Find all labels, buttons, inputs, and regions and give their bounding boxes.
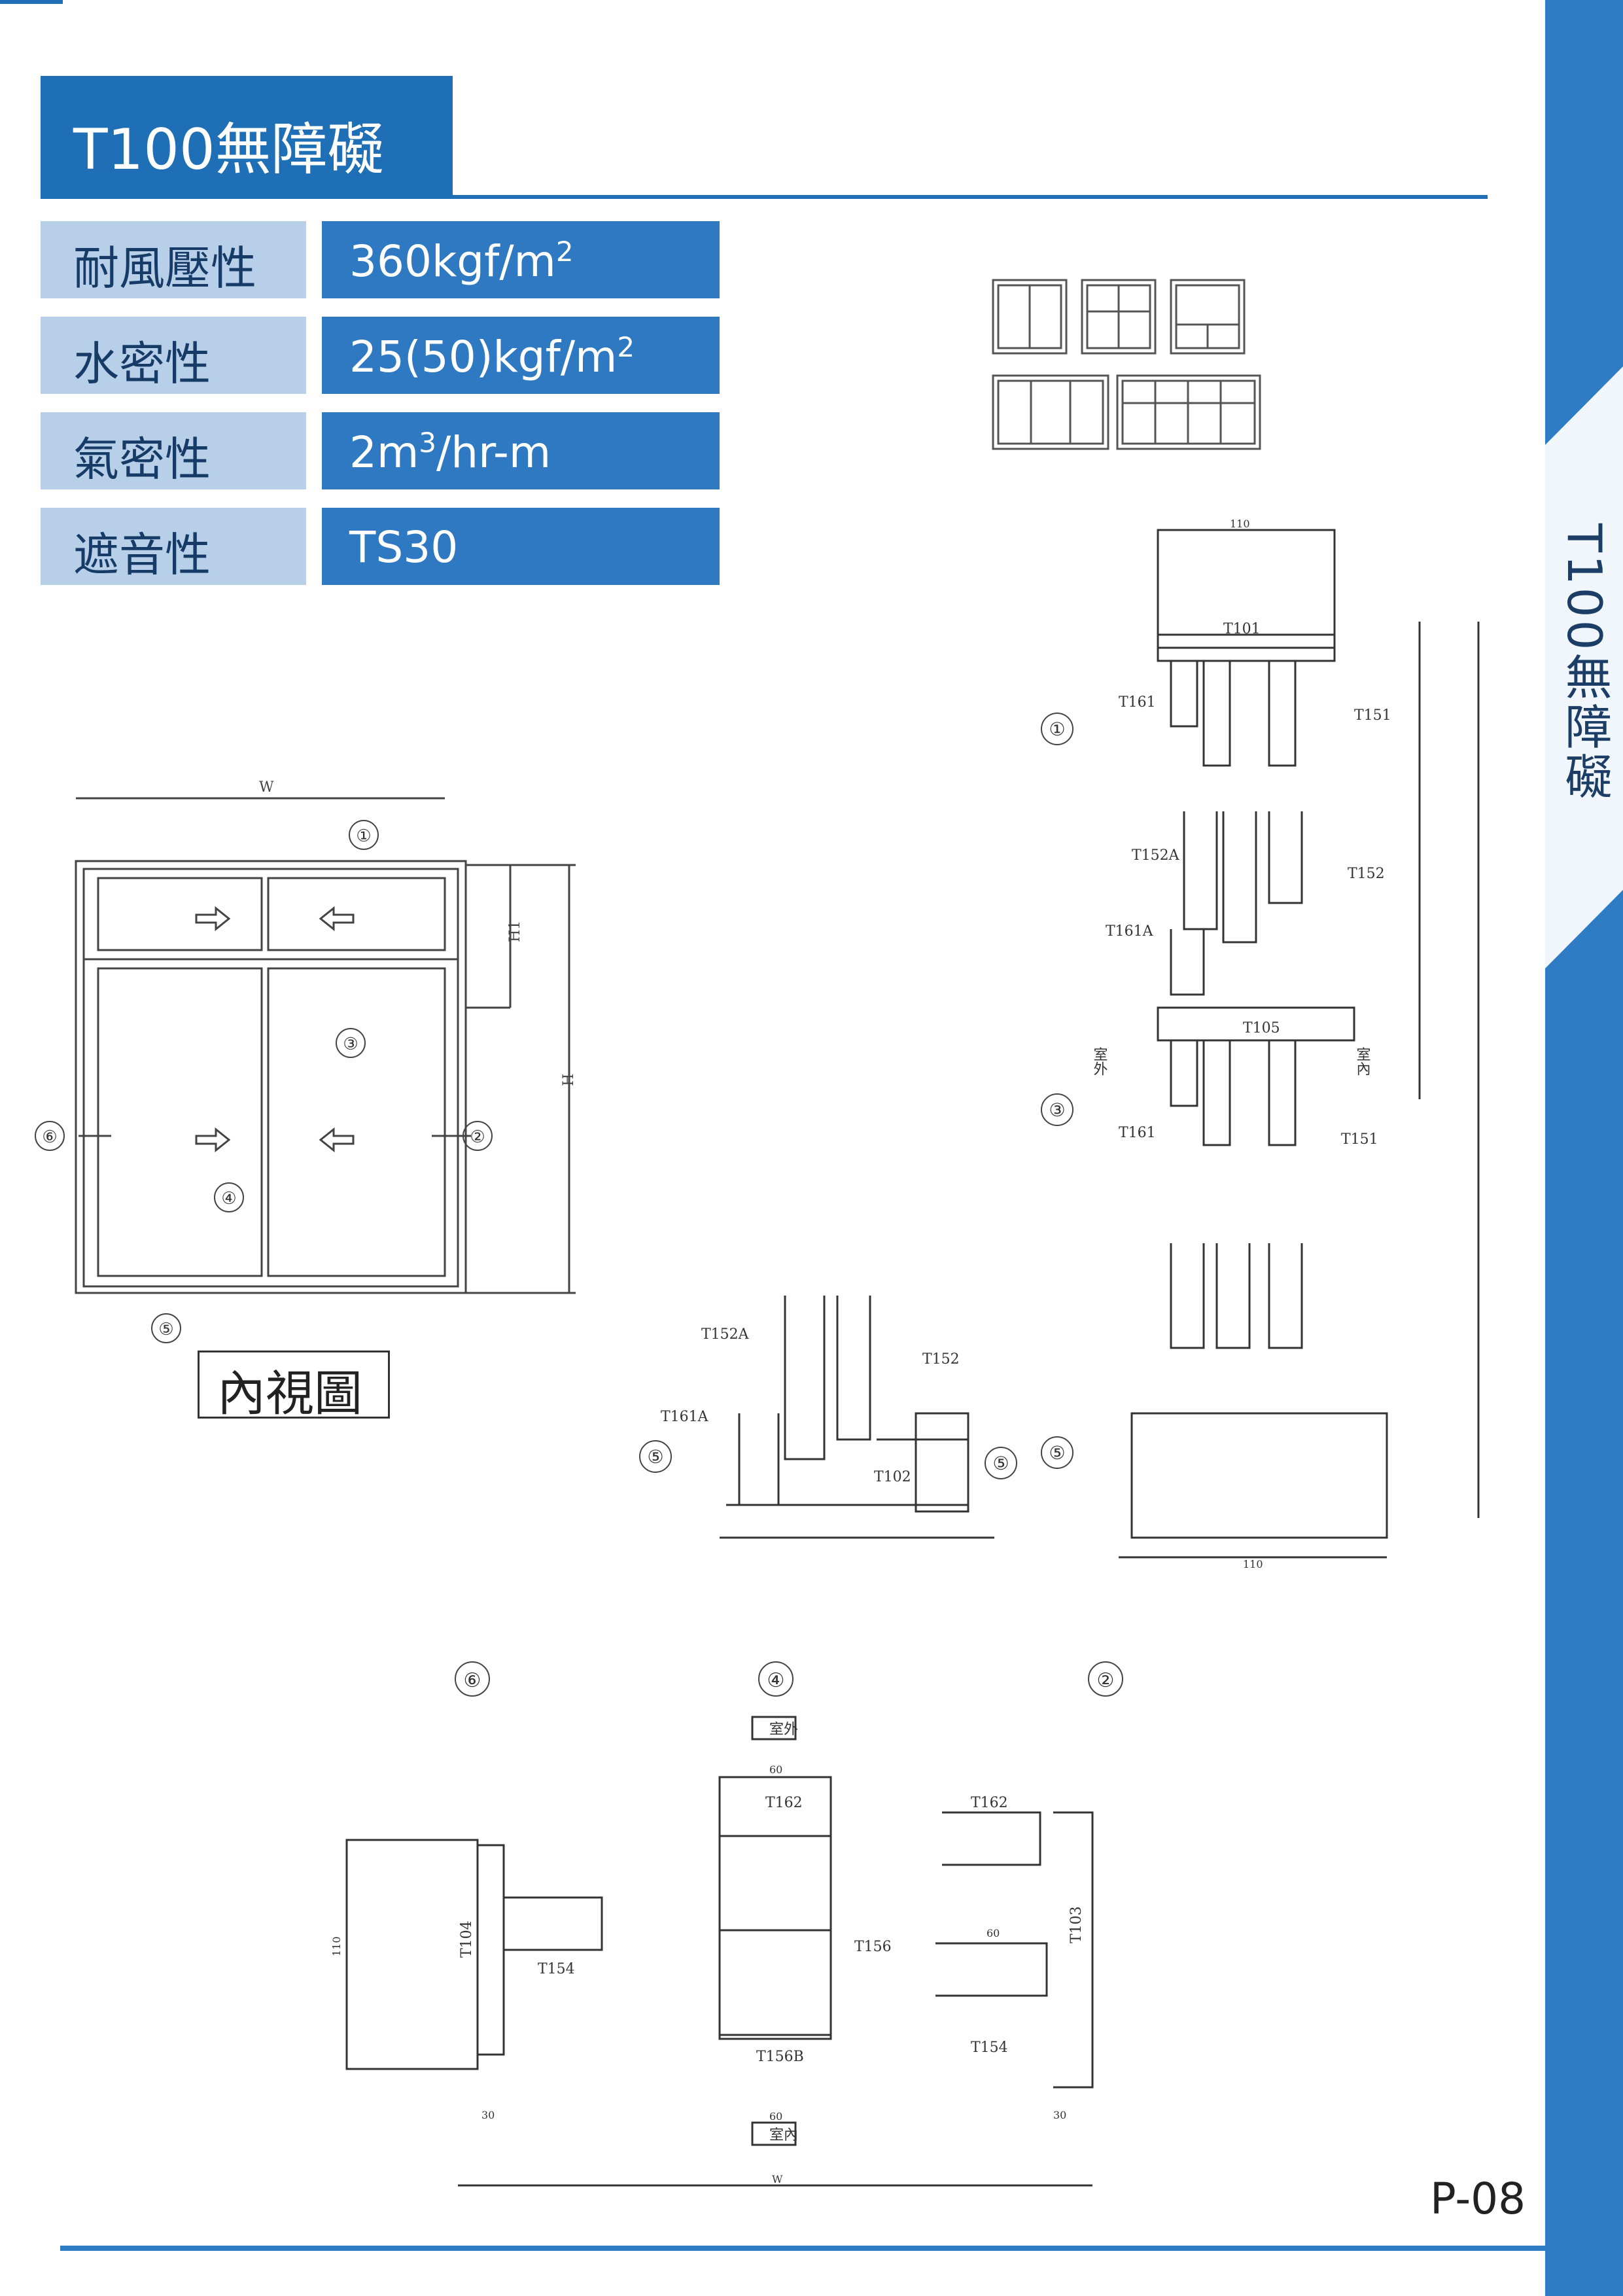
horizontal-section-drawing: ⑥ ④ ② 室外 室內 T104 T154 T162 T156 T156B T1…	[330, 1661, 1123, 2187]
svg-text:T156B: T156B	[756, 2049, 804, 2065]
svg-text:W: W	[259, 779, 274, 796]
svg-text:T104: T104	[459, 1920, 475, 1958]
sidebar-title: T100無障礙	[1552, 523, 1617, 802]
svg-text:室內: 室內	[1354, 1047, 1370, 1076]
svg-text:⑤: ⑤	[647, 1446, 663, 1468]
vertical-section-drawing: T101 T161 T151 T152A T152 T161A T105 T16…	[1041, 518, 1480, 1570]
spec-label-air: 氣密性	[41, 412, 306, 489]
page-title: T100無障礙	[73, 117, 384, 183]
svg-text:②: ②	[1097, 1669, 1115, 1692]
svg-text:⑤: ⑤	[1049, 1442, 1065, 1464]
svg-text:⑤: ⑤	[992, 1453, 1009, 1474]
svg-text:H1: H1	[507, 921, 523, 942]
svg-text:T162: T162	[765, 1795, 803, 1811]
svg-text:①: ①	[1049, 718, 1065, 740]
svg-text:H: H	[561, 1074, 577, 1086]
svg-text:T161A: T161A	[661, 1409, 709, 1425]
svg-text:T156: T156	[854, 1939, 892, 1955]
svg-text:T161: T161	[1119, 694, 1156, 711]
svg-text:T103: T103	[1068, 1906, 1085, 1943]
svg-text:T151: T151	[1341, 1131, 1378, 1148]
svg-text:③: ③	[1049, 1099, 1065, 1121]
svg-text:30: 30	[481, 2109, 495, 2121]
spec-value-text: 360kgf/m2	[349, 236, 574, 287]
spec-value-water: 25(50)kgf/m2	[322, 317, 720, 394]
svg-text:T101: T101	[1223, 621, 1261, 637]
spec-label-water: 水密性	[41, 317, 306, 394]
corner-mark	[0, 0, 63, 4]
sidebar-band	[1545, 0, 1623, 2296]
svg-text:30: 30	[1053, 2109, 1066, 2121]
sill-detail-drawing: T152A T152 T161A T102 ⑤ ⑤	[639, 1296, 1017, 1539]
title-banner	[41, 76, 453, 198]
spec-value-text: TS30	[349, 522, 459, 573]
spec-label-text: 耐風壓性	[73, 241, 256, 295]
spec-value-text: 25(50)kgf/m2	[349, 331, 635, 382]
svg-text:⑤: ⑤	[158, 1320, 173, 1339]
svg-text:T162: T162	[971, 1795, 1008, 1811]
svg-text:110: 110	[1243, 1558, 1263, 1570]
bottom-rule	[60, 2246, 1546, 2251]
svg-text:T151: T151	[1354, 707, 1391, 724]
spec-value-sound: TS30	[322, 508, 720, 585]
svg-text:T152: T152	[922, 1351, 960, 1368]
spec-label-text: 氣密性	[73, 433, 211, 486]
spec-label-text: 遮音性	[73, 528, 211, 582]
svg-text:T105: T105	[1243, 1020, 1280, 1036]
sidebar-light-panel	[1545, 366, 1623, 968]
svg-text:④: ④	[767, 1669, 785, 1692]
svg-text:①: ①	[356, 826, 371, 846]
svg-text:T102: T102	[874, 1469, 911, 1485]
svg-text:W: W	[772, 2173, 783, 2185]
svg-text:室外: 室外	[1091, 1047, 1108, 1076]
title-rule	[41, 195, 1488, 199]
view-label: 內視圖	[217, 1366, 362, 1422]
svg-text:T152: T152	[1348, 866, 1385, 882]
svg-text:T154: T154	[971, 2040, 1008, 2056]
spec-label-sound: 遮音性	[41, 508, 306, 585]
svg-text:60: 60	[769, 1763, 782, 1776]
svg-text:T152A: T152A	[701, 1326, 750, 1343]
svg-text:②: ②	[470, 1127, 485, 1147]
interior-elevation-drawing: W H H1 ① ② ③ ④ ⑤ ⑥	[35, 779, 577, 1343]
spec-label-text: 水密性	[73, 337, 211, 391]
svg-text:⑥: ⑥	[42, 1127, 57, 1147]
spec-label-wind: 耐風壓性	[41, 221, 306, 298]
svg-text:60: 60	[986, 1927, 1000, 1939]
view-label-frame	[198, 1351, 390, 1419]
svg-text:T161A: T161A	[1106, 923, 1154, 940]
window-type-thumbnails	[992, 279, 1261, 450]
sidebar-title-text: T100無障礙	[1557, 523, 1612, 802]
svg-text:T154: T154	[538, 1961, 575, 1977]
svg-text:室外: 室外	[769, 1722, 798, 1738]
svg-text:110: 110	[1230, 518, 1250, 530]
svg-text:T152A: T152A	[1132, 847, 1180, 864]
svg-text:T161: T161	[1119, 1125, 1156, 1141]
spec-value-wind: 360kgf/m2	[322, 221, 720, 298]
svg-text:⑥: ⑥	[464, 1669, 481, 1692]
svg-text:110: 110	[330, 1936, 343, 1956]
svg-text:③: ③	[343, 1034, 358, 1054]
spec-value-air: 2m3/hr-m	[322, 412, 720, 489]
svg-text:室內: 室內	[769, 2127, 798, 2144]
svg-text:60: 60	[769, 2110, 782, 2123]
page-number: P-08	[1430, 2174, 1526, 2224]
svg-text:④: ④	[221, 1189, 236, 1209]
spec-value-text: 2m3/hr-m	[349, 427, 551, 478]
